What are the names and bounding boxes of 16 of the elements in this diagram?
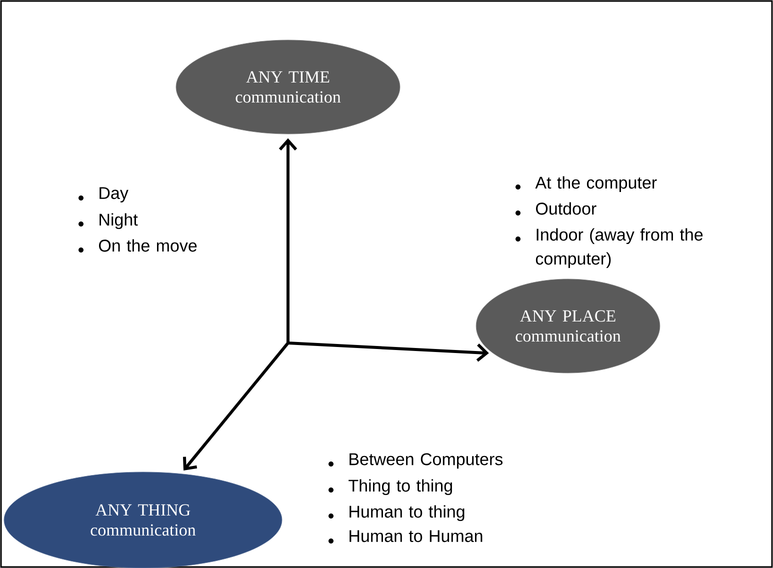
bullet-item: Thing to thing — [328, 479, 452, 496]
ellipse-node: ANY THING communication — [4, 472, 282, 568]
bullet-item: Outdoor — [516, 202, 596, 216]
arrow — [182, 342, 290, 471]
ellipse-node: ANY TIME communication — [176, 40, 400, 134]
bullet-item: Day — [78, 187, 128, 202]
bullet-item: Between Computers — [328, 453, 503, 469]
ellipse-node: ANY PLACE communication — [476, 278, 660, 374]
bullet-item: On the move — [78, 239, 197, 252]
arrow — [288, 342, 489, 362]
bullet-item: At the computer — [516, 176, 657, 192]
bullet-item: Indoor (away from the computer) — [516, 228, 703, 268]
bullet-item: Human to thing — [328, 505, 464, 522]
bullet-item: Human to Human — [328, 530, 482, 544]
bullet-item: Night — [78, 213, 138, 230]
arrow — [278, 138, 298, 343]
